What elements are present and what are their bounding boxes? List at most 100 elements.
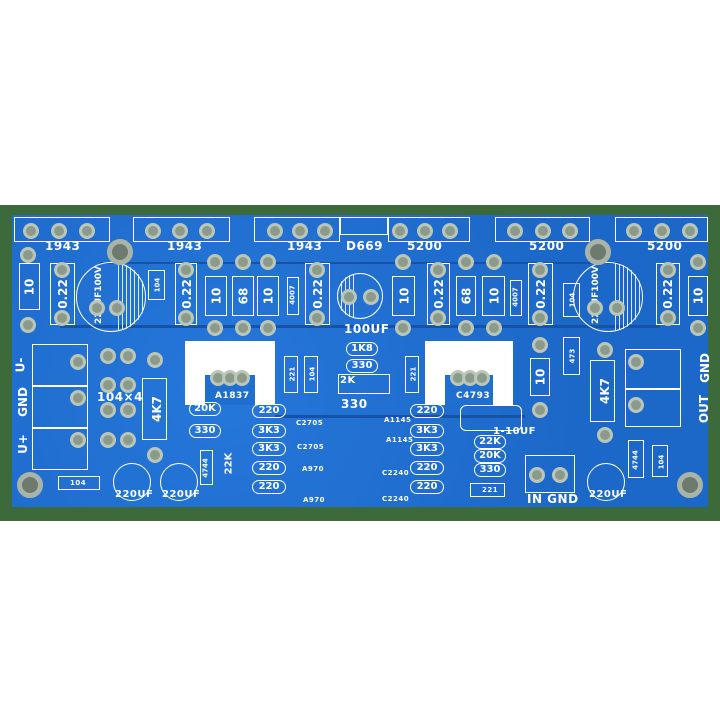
solder-pad xyxy=(100,432,116,448)
resistor-label: 68 xyxy=(459,287,474,305)
solder-pad xyxy=(120,348,136,364)
resistor: 22K xyxy=(474,435,506,449)
electrolytic-capacitor xyxy=(113,463,151,501)
divider xyxy=(32,385,88,387)
capacitor-label: 104 xyxy=(70,479,87,487)
solder-pad xyxy=(654,223,670,239)
diode-label: 4007 xyxy=(511,287,520,307)
solder-pad xyxy=(552,467,568,483)
capacitor-label: 220UF xyxy=(589,489,628,500)
transistor-outline xyxy=(133,217,230,242)
resistor-label: 221 xyxy=(409,366,418,382)
solder-pad xyxy=(234,370,250,386)
solder-pad xyxy=(529,467,545,483)
solder-pad xyxy=(562,223,578,239)
transistor-label: 5200 xyxy=(407,239,443,253)
transistor-label: C2240 xyxy=(382,495,410,503)
diode xyxy=(510,280,522,316)
trimmer-potentiometer[interactable] xyxy=(338,374,390,394)
solder-pad xyxy=(70,432,86,448)
solder-pad xyxy=(660,262,676,278)
electrolytic-capacitor xyxy=(76,262,146,332)
solder-pad xyxy=(292,223,308,239)
resistor-label: 10 xyxy=(487,287,502,305)
solder-pad xyxy=(70,354,86,370)
input-capacitor xyxy=(460,405,522,431)
resistor-label: 10 xyxy=(22,278,37,296)
resistor xyxy=(470,483,505,497)
resistor xyxy=(19,263,40,310)
transistor-outline xyxy=(388,217,470,242)
resistor: 220 xyxy=(252,480,286,494)
capacitor-label: 104 xyxy=(153,277,162,293)
transistor-label: 1943 xyxy=(45,239,81,253)
mounting-hole xyxy=(677,472,703,498)
solder-pad xyxy=(20,247,36,263)
terminal-label: U+ xyxy=(15,434,30,454)
capacitor-label: 104 xyxy=(657,454,666,470)
terminal-label: OUT xyxy=(697,394,712,424)
solder-pad xyxy=(147,447,163,463)
solder-pad xyxy=(682,223,698,239)
solder-pad xyxy=(532,262,548,278)
solder-pad xyxy=(690,254,706,270)
solder-pad xyxy=(442,223,458,239)
transistor-outline xyxy=(495,217,590,242)
resistor-label: 104×4 xyxy=(97,390,143,404)
input-connector-label: IN GND xyxy=(527,492,579,506)
solder-pad xyxy=(626,223,642,239)
resistor-label: 68 xyxy=(236,287,251,305)
solder-pad xyxy=(100,377,116,393)
solder-pad xyxy=(309,262,325,278)
capacitor-label: 473 xyxy=(568,348,577,364)
resistor: 3K3 xyxy=(252,442,286,456)
resistor xyxy=(530,358,550,396)
resistor xyxy=(142,378,167,440)
solder-pad xyxy=(260,254,276,270)
mounting-hole xyxy=(107,239,133,265)
resistor: 20K xyxy=(189,402,221,416)
solder-pad xyxy=(395,320,411,336)
zener-diode xyxy=(628,440,644,478)
solder-pad xyxy=(395,254,411,270)
solder-pad xyxy=(597,427,613,443)
solder-pad xyxy=(430,262,446,278)
solder-pad xyxy=(417,223,433,239)
solder-pad xyxy=(486,320,502,336)
resistor: 220 xyxy=(252,461,286,475)
terminal-block-power[interactable] xyxy=(32,344,88,470)
solder-pad xyxy=(458,254,474,270)
solder-pad xyxy=(178,262,194,278)
trace xyxy=(275,415,525,418)
capacitor-label: 100UF xyxy=(344,322,390,336)
diode-label: 4744 xyxy=(201,458,210,478)
capacitor-label: 1-10UF xyxy=(493,426,536,437)
solder-pad xyxy=(51,223,67,239)
solder-pad xyxy=(120,402,136,418)
input-connector[interactable] xyxy=(525,455,575,493)
solder-pad xyxy=(628,397,644,413)
diode-label: 4744 xyxy=(631,450,640,470)
solder-pad xyxy=(486,254,502,270)
resistor-label: 0.22 xyxy=(533,279,548,309)
resistor xyxy=(688,276,708,316)
divider xyxy=(625,388,681,390)
resistor xyxy=(590,360,615,422)
transistor-label: A970 xyxy=(303,496,326,504)
solder-pad xyxy=(100,402,116,418)
capacitor xyxy=(304,356,318,393)
solder-pad xyxy=(507,223,523,239)
terminal-label: U- xyxy=(13,357,28,373)
mounting-hole xyxy=(17,472,43,498)
resistor: 220 xyxy=(410,480,444,494)
resistor-label: 0.22 xyxy=(660,279,675,309)
resistor: 20K xyxy=(474,449,506,463)
terminal-label: GND xyxy=(697,353,712,383)
resistor-label: 10 xyxy=(397,287,412,305)
solder-pad xyxy=(178,310,194,326)
resistor xyxy=(392,276,415,316)
transistor-label: 5200 xyxy=(529,239,565,253)
resistor-label: 4K7 xyxy=(150,396,164,422)
solder-pad xyxy=(260,320,276,336)
electrolytic-capacitor xyxy=(587,463,625,501)
